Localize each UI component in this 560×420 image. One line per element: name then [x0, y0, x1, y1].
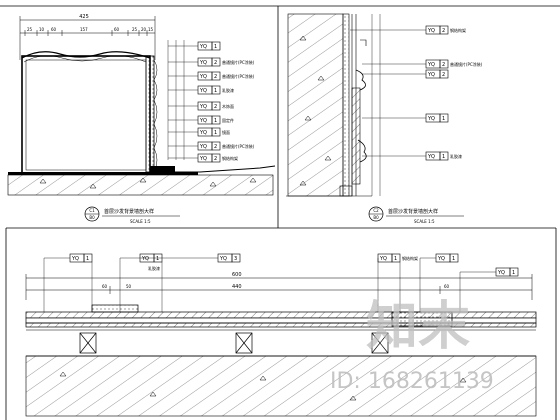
note-steel: 钢结构架: [222, 155, 238, 161]
tag-num: 2: [214, 104, 217, 110]
tag-code: YQ: [497, 270, 505, 276]
caption-c1-number: C1: [89, 208, 95, 213]
note-steel3: 钢结构架: [402, 255, 418, 261]
note-mirror: 镜面: [222, 129, 230, 135]
tag-num: 1: [214, 130, 217, 136]
tag-num: 1: [214, 44, 217, 50]
note-glass: 普通镜片(PC涂装): [222, 59, 255, 65]
dim-bottom-total: 600: [232, 272, 242, 278]
tag-code: YQ: [199, 156, 207, 162]
note-steel2: 钢结构架: [450, 27, 466, 33]
tag-num: 1: [214, 118, 217, 124]
caption-c2-sheet: B0: [373, 215, 379, 220]
note-paint: 乳胶漆: [222, 87, 234, 93]
tag-num: 2: [442, 62, 445, 68]
dim-bottom-b: 50: [126, 284, 132, 289]
note-glass4: 普通镜片(PC涂装): [450, 61, 483, 67]
tag-num: 1: [452, 256, 455, 262]
note-glass2: 普通镜片(PC涂装): [222, 73, 255, 79]
tag-code: YQ: [199, 74, 207, 80]
note-glass3: 普通镜片(PC涂装): [222, 143, 255, 149]
tag-num: 1: [214, 88, 217, 94]
dim-bottom-inner: 440: [232, 284, 242, 290]
tag-num: 2: [214, 144, 217, 150]
tag-num: 1: [512, 270, 515, 276]
tag-code: YQ: [199, 44, 207, 50]
caption-c2-number: C2: [373, 208, 379, 213]
dim-top-f: 25: [132, 27, 138, 32]
tag-code: YQ: [427, 116, 435, 122]
dim-top-e: 60: [114, 27, 120, 32]
tag-num: 2: [214, 60, 217, 66]
watermark-logo: 知末: [366, 297, 470, 357]
tag-num: 1: [156, 256, 159, 262]
tag-code: YQ: [437, 256, 445, 262]
caption-c1-title: 首层沙发背景墙剖大样: [104, 208, 154, 215]
dim-top-d: 157: [80, 27, 88, 32]
note-paint2: 乳胶漆: [450, 153, 462, 159]
tag-num: 1: [394, 256, 397, 262]
tag-code: YQ: [427, 72, 435, 78]
caption-c2-title: 首层沙发背景墙剖大样: [388, 208, 438, 215]
panel-frames: [0, 5, 560, 420]
tag-num: 2: [214, 74, 217, 80]
dim-top-a: 25: [27, 27, 33, 32]
dim-top-c: 60: [51, 27, 57, 32]
tag-num: 3: [234, 256, 237, 262]
tag-code: YQ: [199, 88, 207, 94]
note-paint3: 乳胶漆: [148, 265, 160, 271]
tag-code: YQ: [199, 60, 207, 66]
tag-num: 1: [442, 154, 445, 160]
tag-num: 2: [214, 156, 217, 162]
note-wood: 木饰面: [222, 103, 234, 109]
tag-code: YQ: [71, 256, 79, 262]
detail-c2: YQ 2 钢结构架 YQ 2 普通镜片(PC涂装) YQ 2 YQ 1: [286, 13, 483, 224]
watermark-id: ID: 168261139: [330, 369, 494, 394]
tag-code: YQ: [379, 256, 387, 262]
tag-code: YQ: [199, 118, 207, 124]
note-fix: 固定件: [222, 117, 234, 123]
tag-num: 2: [442, 72, 445, 78]
tag-num: 2: [442, 28, 445, 34]
detail-bottom: YQ 1 YQ 1 乳胶漆 YQ 3 YQ 1 钢结构架 YQ 1: [25, 253, 537, 417]
caption-c2-scale: SCALE 1:5: [414, 219, 435, 224]
caption-c1: C1 B0 首层沙发背景墙剖大样 SCALE 1:5: [84, 206, 180, 224]
dim-top-g: 20: [141, 27, 147, 32]
dim-top-total: 425: [79, 14, 89, 20]
caption-c1-sheet: B0: [89, 215, 95, 220]
watermark: 知末 ID: 168261139: [330, 297, 494, 394]
dim-bottom-c: 60: [444, 284, 450, 289]
tag-code: YQ: [199, 144, 207, 150]
detail-c1: 425 25 10 60 157 60 25 20 15: [7, 14, 276, 224]
tag-code: YQ: [141, 256, 149, 262]
tag-num: 1: [442, 116, 445, 122]
tag-code: YQ: [427, 154, 435, 160]
tag-code: YQ: [427, 62, 435, 68]
dim-top-h: 15: [148, 27, 154, 32]
dim-bottom-a: 60: [102, 284, 108, 289]
c1-tags: YQ 1 YQ 2 普通镜片(PC涂装) YQ 2 普通镜片(PC涂装): [168, 41, 255, 163]
caption-c2: C2 B0 首层沙发背景墙剖大样 SCALE 1:5: [368, 206, 464, 224]
tag-code: YQ: [427, 28, 435, 34]
tag-code: YQ: [219, 256, 227, 262]
tag-code: YQ: [199, 130, 207, 136]
dim-top-b: 10: [39, 27, 45, 32]
tag-code: YQ: [199, 104, 207, 110]
tag-num: 1: [86, 256, 89, 262]
caption-c1-scale: SCALE 1:5: [130, 219, 151, 224]
